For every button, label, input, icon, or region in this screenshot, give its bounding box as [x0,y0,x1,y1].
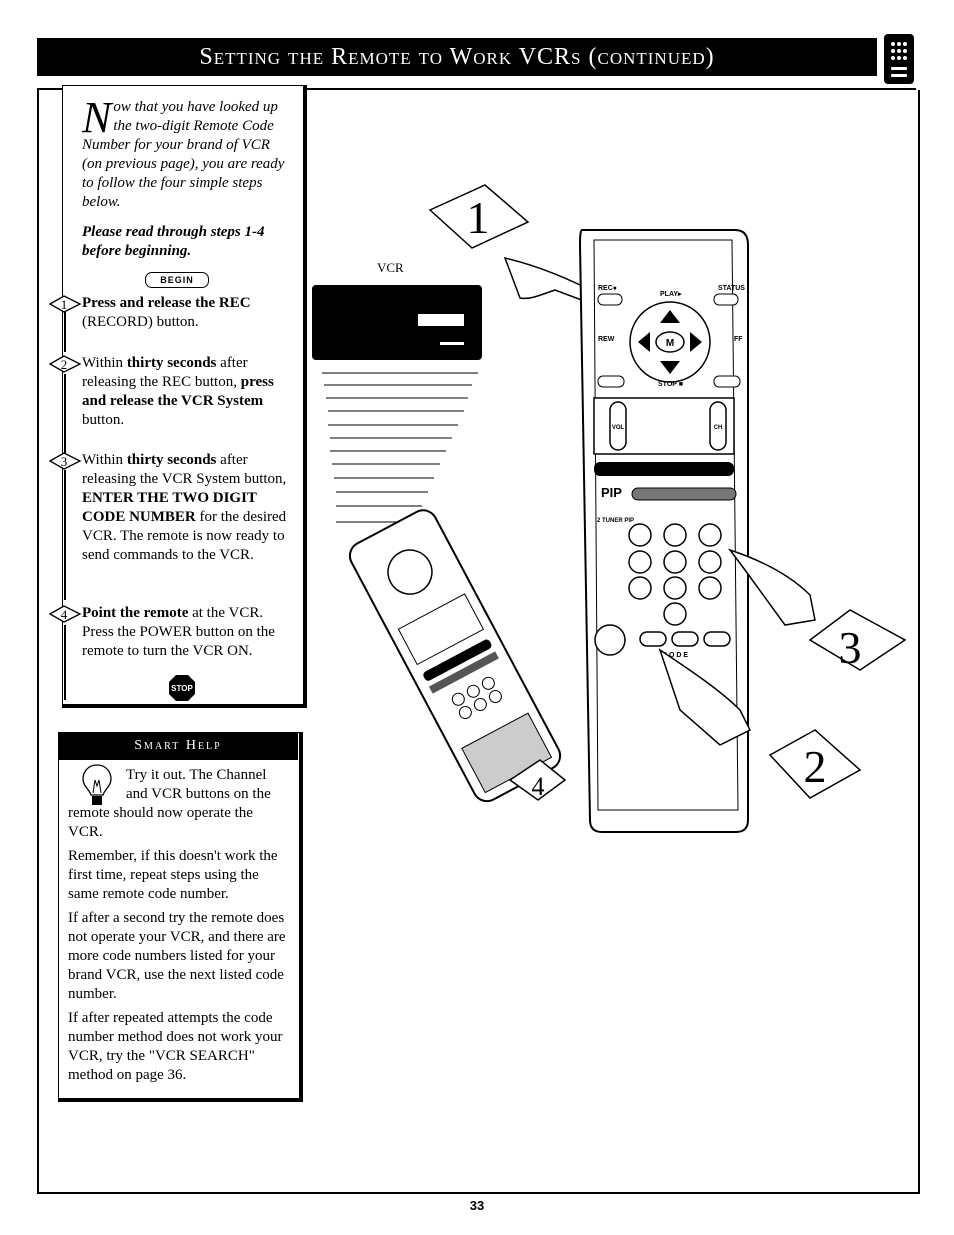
svg-text:2 TUNER PIP: 2 TUNER PIP [597,518,634,524]
help-paragraph-2: Remember, if this doesn't work the first… [68,848,278,902]
step-connector [64,374,66,454]
help-paragraph-1: Try it out. The Channel and VCR buttons … [68,767,271,840]
begin-badge: BEGIN [145,272,209,288]
svg-text:PLAY▸: PLAY▸ [660,291,682,298]
page-frame [37,90,920,1194]
step-4-number: 4 [61,607,68,622]
svg-text:FF: FF [734,336,743,343]
help-paragraph-3: If after a second try the remote does no… [68,910,286,1002]
step-1-bold: Press and release the REC [82,295,251,311]
callout-4-icon: 4 [508,759,567,801]
remote-illustration: 1 REC● PLAY▸ STATUS REW FF M STOP ■ VOL … [312,184,907,833]
step-connector [64,470,66,600]
intro-text: ow that you have looked up the two-digit… [82,99,285,210]
page-title-text: Setting the Remote to Work VCRs (continu… [199,43,715,70]
svg-text:CH: CH [714,425,723,431]
step-2-number: 2 [61,357,68,372]
frame-top-rule [37,88,916,90]
svg-text:2: 2 [804,741,827,792]
step-3-marker-icon: 3 [48,452,82,470]
svg-text:REC●: REC● [598,285,617,292]
angled-remote-icon [348,509,562,803]
callout-3-icon: 3 [727,548,907,673]
svg-text:VOL: VOL [612,425,625,431]
svg-text:PIP: PIP [601,485,622,500]
step-3-text: Within thirty seconds after releasing th… [82,452,287,563]
svg-text:C O D E: C O D E [662,652,688,659]
svg-text:3: 3 [839,622,862,673]
svg-text:REW: REW [598,336,615,343]
step-4-marker-icon: 4 [48,605,82,623]
please-read-note: Please read through steps 1-4 before beg… [82,224,265,259]
page-number: 33 [469,1198,485,1213]
callout-2-icon: 2 [658,648,862,799]
remote-icon [884,34,914,84]
step-2-text: Within thirty seconds after releasing th… [82,355,274,428]
step-1-body: (RECORD) button. [82,314,199,330]
step-1-text: Press and release the REC (RECORD) butto… [82,294,292,332]
smart-help-title: Smart Help [58,732,298,760]
step-1-marker-icon: 1 [48,295,82,313]
svg-text:STATUS: STATUS [718,285,745,292]
stop-sign-icon: STOP [169,675,195,701]
step-4-bold: Point the remote [82,605,189,621]
page-title: Setting the Remote to Work VCRs (continu… [37,38,877,76]
vcr-device-icon [312,285,482,523]
step-connector [64,625,66,700]
step-4-body: at the VCR. Press the POWER button on th… [82,605,275,659]
svg-text:M: M [666,338,674,349]
svg-text:STOP ■: STOP ■ [658,381,683,388]
help-paragraph-4: If after repeated attempts the code numb… [68,1010,283,1083]
lightbulb-icon [82,764,112,805]
stop-sign-label: STOP [171,684,193,693]
intro-dropcap: N [82,93,112,142]
step-1-number: 1 [61,297,68,312]
step-connector [64,312,66,352]
step-4-text: Point the remote at the VCR. Press the P… [82,604,292,661]
svg-text:1: 1 [467,192,490,243]
step-3-number: 3 [61,454,68,469]
step-2-marker-icon: 2 [48,355,82,373]
vcr-label: VCR [377,260,404,275]
instructions-panel [62,85,307,708]
svg-text:4: 4 [532,772,545,801]
